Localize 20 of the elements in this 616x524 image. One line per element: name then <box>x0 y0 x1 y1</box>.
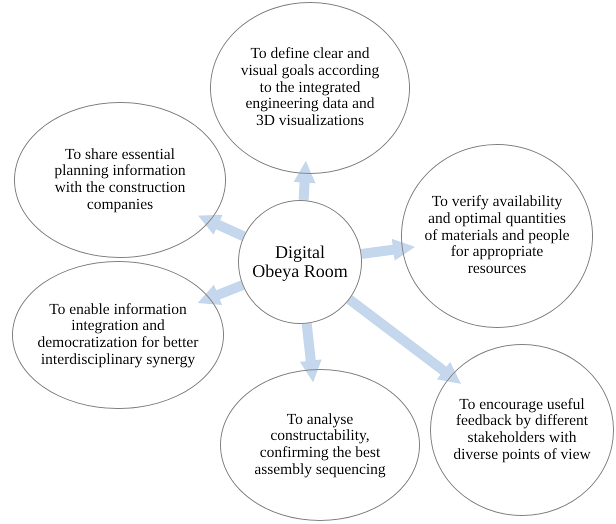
center-circle <box>238 200 362 324</box>
goal-text: To share essential planning information with the construction companies <box>53 146 187 214</box>
goal-text: To verify availability and optimal quantities of materials and people for appropriate resources <box>423 194 571 278</box>
block-arrow <box>198 214 246 241</box>
center-label: Digital Obeya Room <box>251 242 349 282</box>
block-arrow <box>346 295 462 384</box>
block-arrow <box>198 280 244 306</box>
goal-ellipse <box>14 102 226 258</box>
goal-text: To encourage useful feedback by different stakeholders with diverse points of view <box>452 396 592 464</box>
goal-ellipse <box>430 344 614 516</box>
goal-text: To define clear and visual goals according to the integrated engineering data and 3D visualizations <box>240 46 380 130</box>
block-arrow <box>360 238 415 261</box>
goal-ellipse <box>401 144 593 328</box>
goal-ellipse <box>12 261 224 409</box>
goal-ellipse <box>210 2 410 174</box>
block-arrow <box>300 323 322 382</box>
goal-text: To analyse constructability, confirming the best assembly sequencing <box>253 412 387 478</box>
goal-ellipse <box>220 369 420 521</box>
goal-text: To enable information integration and democratization for better interdisciplinary synergy <box>36 302 200 368</box>
block-arrow <box>294 160 316 200</box>
